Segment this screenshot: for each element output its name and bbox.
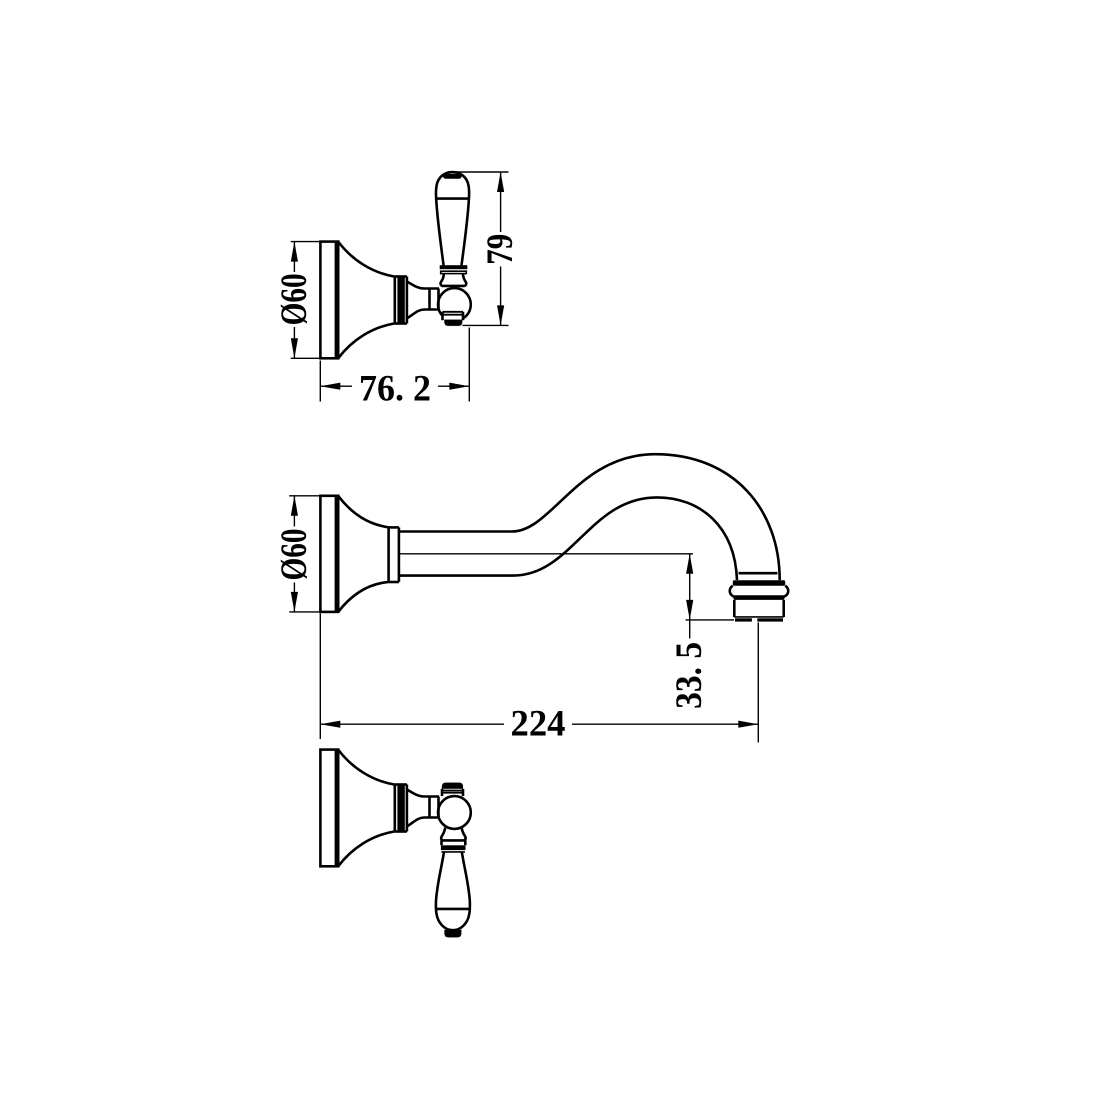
svg-text:Ø60: Ø60 <box>274 273 315 325</box>
svg-text:79: 79 <box>480 234 521 265</box>
svg-text:Ø60: Ø60 <box>274 529 315 581</box>
svg-text:33. 5: 33. 5 <box>669 642 710 709</box>
svg-text:76. 2: 76. 2 <box>359 368 431 409</box>
svg-text:224: 224 <box>511 704 566 745</box>
